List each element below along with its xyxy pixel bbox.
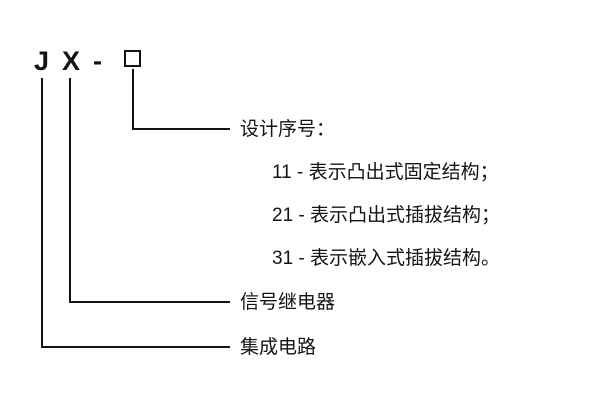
design-serial-item-31: 31 - 表示嵌入式插拔结构。 (272, 248, 501, 269)
signal-relay-label: 信号继电器 (240, 292, 336, 313)
code-placeholder-box-icon (124, 50, 141, 67)
design-serial-item-21: 21 - 表示凸出式插拔结构； (272, 205, 501, 226)
integrated-circuit-label: 集成电路 (240, 337, 317, 358)
code-separator-dash: - (93, 46, 102, 76)
design-serial-title: 设计序号： (240, 119, 336, 140)
code-letter-x: X (62, 46, 81, 76)
connector-circuit-hline (41, 346, 230, 348)
connector-circuit-vline (41, 78, 43, 348)
code-letter-j: J (34, 46, 50, 76)
connector-relay-hline (69, 301, 230, 303)
connector-design-vline (132, 69, 134, 129)
design-serial-item-11: 11 - 表示凸出式固定结构； (272, 162, 499, 183)
connector-design-hline (132, 128, 230, 130)
connector-relay-vline (69, 78, 71, 303)
